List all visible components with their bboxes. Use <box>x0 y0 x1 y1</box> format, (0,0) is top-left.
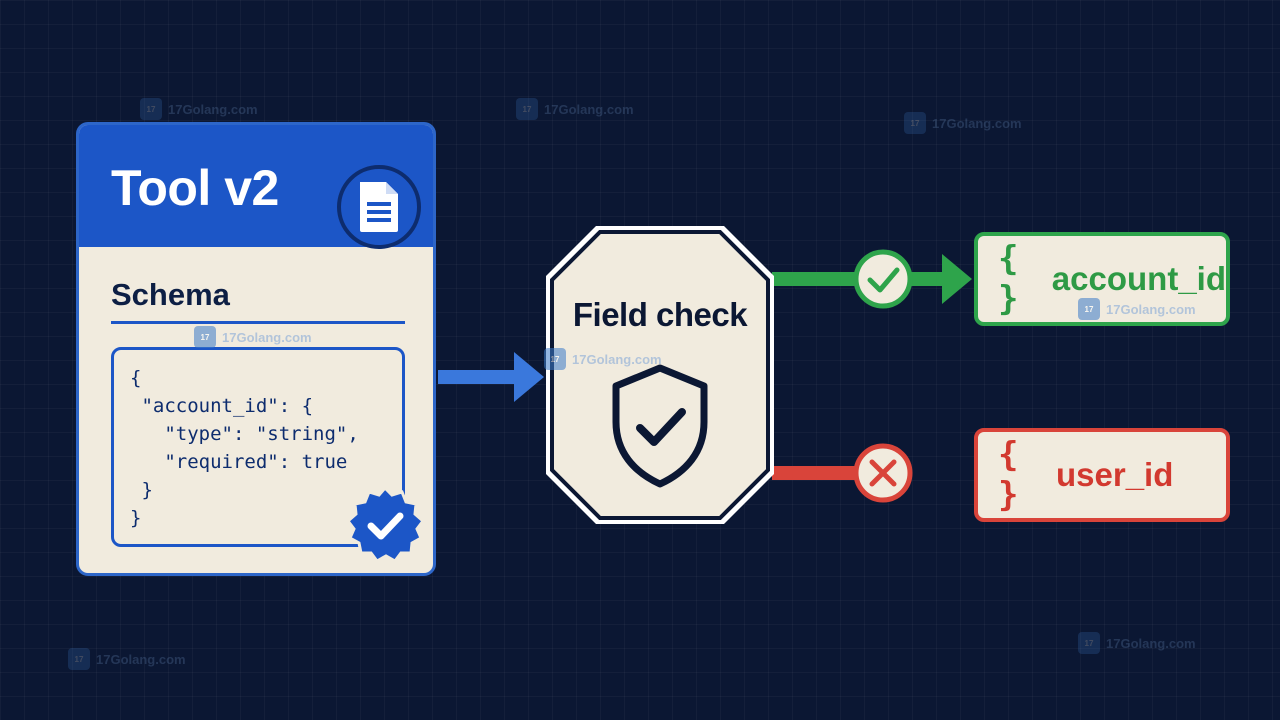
watermark-logo-icon: 17 <box>140 98 162 120</box>
checker-title: Field check <box>572 296 748 333</box>
result-pass: { } account_id <box>974 232 1230 326</box>
watermark: 17 17Golang.com <box>68 648 186 670</box>
pass-arrow-head <box>942 254 972 304</box>
input-arrow-head <box>514 352 544 402</box>
field-name: account_id <box>1051 260 1226 297</box>
card-title: Tool v2 <box>111 160 279 216</box>
code-line: } <box>130 507 142 529</box>
code-line: "type": "string", <box>130 423 359 445</box>
watermark: 17 17Golang.com <box>904 112 1022 134</box>
verified-check-icon <box>345 485 425 563</box>
watermark: 17 17Golang.com <box>194 326 312 348</box>
card-subtitle: Schema <box>111 277 230 312</box>
watermark-logo-icon: 17 <box>904 112 926 134</box>
divider <box>111 321 405 324</box>
watermark-logo-icon: 17 <box>544 348 566 370</box>
watermark: 17 17Golang.com <box>544 348 662 370</box>
code-line: "account_id": { <box>130 395 314 417</box>
watermark: 17 17Golang.com <box>1078 632 1196 654</box>
pass-connector <box>908 272 948 286</box>
check-circle-icon <box>853 249 913 309</box>
watermark-logo-icon: 17 <box>516 98 538 120</box>
watermark-logo-icon: 17 <box>194 326 216 348</box>
braces-icon: { } <box>998 239 1019 319</box>
watermark: 17 17Golang.com <box>516 98 634 120</box>
watermark-logo-icon: 17 <box>1078 298 1100 320</box>
field-check-node: Field check <box>544 224 776 526</box>
result-fail: { } user_id <box>974 428 1230 522</box>
fail-connector <box>772 466 856 480</box>
field-name: user_id <box>1056 456 1174 493</box>
code-line: "required": true <box>130 451 348 473</box>
schema-card: Tool v2 Schema { "account_id": { "type":… <box>76 122 436 576</box>
card-header: Tool v2 <box>79 125 433 249</box>
watermark: 17 17Golang.com <box>140 98 258 120</box>
braces-icon: { } <box>998 435 1019 515</box>
code-line: { <box>130 367 142 389</box>
schema-code-block: { "account_id": { "type": "string", "req… <box>111 347 405 547</box>
watermark-logo-icon: 17 <box>1078 632 1100 654</box>
watermark-logo-icon: 17 <box>68 648 90 670</box>
watermark: 17 17Golang.com <box>1078 298 1196 320</box>
document-icon <box>337 165 421 249</box>
pass-connector <box>772 272 858 286</box>
code-line: } <box>130 479 153 501</box>
input-arrow-shaft <box>438 370 522 384</box>
shield-check-icon <box>612 364 708 488</box>
x-circle-icon <box>853 443 913 503</box>
